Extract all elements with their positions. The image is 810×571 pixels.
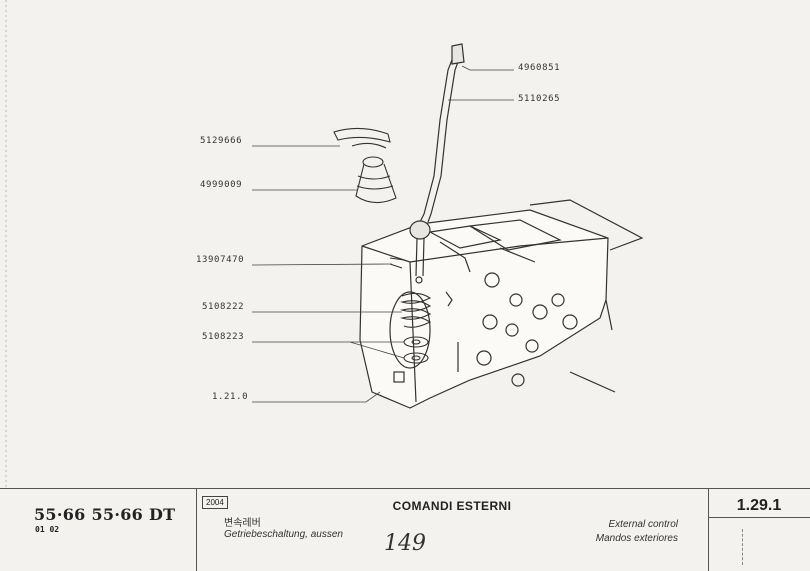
english-title: External control <box>608 519 678 530</box>
part-number-label: 5108222 <box>202 302 245 312</box>
divider <box>742 529 744 565</box>
page-code-cell: 1.29.1 <box>708 489 810 571</box>
spanish-title: Mandos exteriores <box>595 533 678 544</box>
german-title: Getriebeschaltung, aussen <box>224 529 343 540</box>
page-code: 1.29.1 <box>736 497 782 514</box>
title-block: 55·66 55·66 DT 01 02 2004 변속레버 Getriebes… <box>0 488 810 571</box>
main-title: COMANDI ESTERNI <box>392 499 512 513</box>
leader-lines <box>251 65 514 403</box>
model-sub: 01 02 <box>35 525 60 534</box>
year-box: 2004 <box>202 496 228 509</box>
part-number-label: 1.21.0 <box>212 392 249 402</box>
divider <box>708 517 810 518</box>
gear-lever <box>409 43 465 284</box>
part-number-label: 4999009 <box>200 180 243 190</box>
part-number-label: 5129666 <box>200 136 243 146</box>
model-names: 55·66 55·66 DT <box>34 505 176 524</box>
part-number-label: 5110265 <box>518 94 561 104</box>
part-number-label: 5108223 <box>202 332 245 342</box>
model-cell: 55·66 55·66 DT 01 02 <box>0 489 197 571</box>
exploded-parts-drawing <box>5 0 644 488</box>
korean-title: 변속레버 <box>224 518 261 529</box>
part-number-label: 4960851 <box>518 63 561 73</box>
gearbox-housing <box>359 199 644 409</box>
description-cell: 2004 변속레버 Getriebeschaltung, aussen COMA… <box>196 489 709 571</box>
part-number-label: 13907470 <box>196 255 245 265</box>
boot-and-clamp <box>333 127 397 204</box>
handwritten-page-number: 149 <box>384 531 426 556</box>
